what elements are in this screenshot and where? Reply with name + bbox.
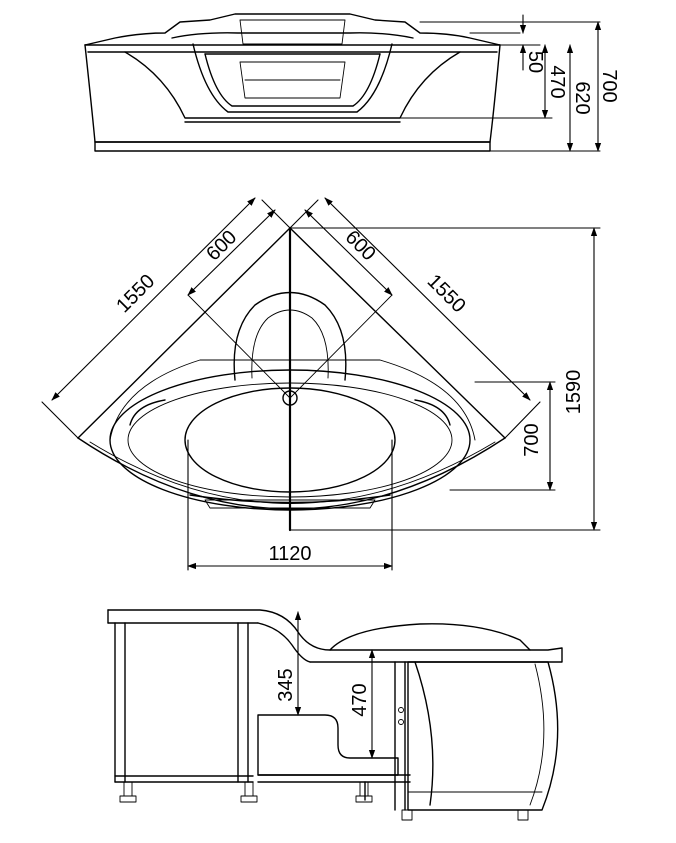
plan-view: 1550 1550 600 600 1590 700 1120 — [41, 197, 601, 571]
plan-dim-1550-right: 1550 — [423, 270, 470, 317]
side-dim-470: 470 — [349, 683, 371, 716]
front-dim-50: 50 — [524, 51, 546, 73]
side-dim-345: 345 — [275, 668, 297, 701]
plan-dim-700: 700 — [521, 423, 543, 456]
plan-dim-600-right: 600 — [341, 226, 380, 265]
plan-dim-600-left: 600 — [202, 226, 241, 265]
plan-dim-1550-left: 1550 — [112, 270, 159, 317]
front-view-outline — [84, 13, 501, 152]
front-dim-620: 620 — [571, 81, 593, 114]
side-view-outline — [107, 609, 563, 821]
front-dim-700: 700 — [598, 69, 620, 102]
front-dim-470: 470 — [546, 65, 568, 98]
front-view: 50 470 620 700 — [84, 13, 620, 152]
side-view-dimensions: 345 470 — [257, 611, 376, 759]
plan-dim-1120: 1120 — [268, 543, 311, 565]
front-view-dimensions: 50 470 620 700 — [399, 14, 620, 152]
plan-dim-1590: 1590 — [563, 370, 585, 415]
side-view: 345 470 — [107, 609, 563, 821]
